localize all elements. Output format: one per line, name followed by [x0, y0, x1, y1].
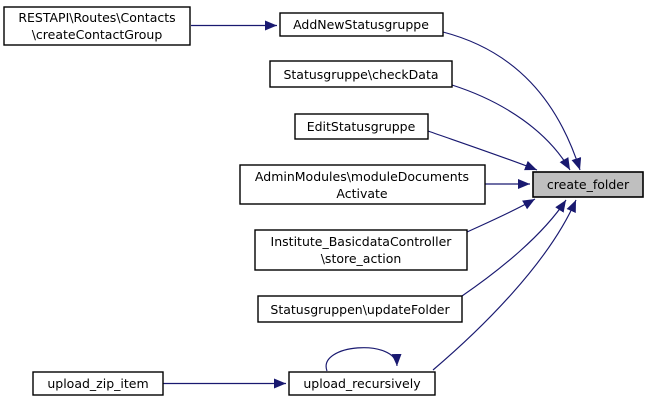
edge-editstatusgruppe-to-createfolder	[427, 130, 538, 171]
node-uploadrecursively-label: upload_recursively	[303, 376, 421, 391]
node-checkdata-box[interactable]	[269, 60, 453, 88]
node-uploadzipitem[interactable]: upload_zip_item	[32, 371, 164, 396]
node-storeaction-box[interactable]	[254, 229, 468, 271]
edge-addnewstatusgruppe-to-createfolder	[442, 31, 582, 171]
node-updatefolder-box[interactable]	[257, 295, 463, 323]
node-moduledocumentsactivate-label-line1: AdminModules\moduleDocuments	[255, 169, 469, 184]
node-checkdata[interactable]: Statusgruppe\checkData	[269, 60, 453, 88]
node-updatefolder-label: Statusgruppen\updateFolder	[270, 302, 450, 317]
node-createcontactgroup-label-line1: RESTAPI\Routes\Contacts	[18, 10, 175, 25]
node-addnewstatusgruppe-box[interactable]	[279, 12, 444, 37]
edge-uploadrecursively-to-createfolder	[432, 199, 577, 371]
node-moduledocumentsactivate-label-line2: Activate	[336, 186, 388, 201]
node-editstatusgruppe-box[interactable]	[294, 113, 429, 140]
node-createcontactgroup[interactable]: RESTAPI\Routes\Contacts \createContactGr…	[3, 6, 191, 46]
node-addnewstatusgruppe[interactable]: AddNewStatusgruppe	[279, 12, 444, 37]
node-createfolder-label: create_folder	[547, 177, 630, 192]
edge-uploadrecursively-self-loop	[325, 347, 402, 372]
node-createcontactgroup-label-line2: \createContactGroup	[32, 27, 163, 42]
edge-checkdata-to-createfolder	[451, 84, 571, 171]
node-createfolder-box[interactable]	[532, 171, 644, 198]
node-createfolder[interactable]: create_folder	[532, 171, 644, 198]
node-uploadrecursively[interactable]: upload_recursively	[288, 371, 436, 396]
edge-updatefolder-to-createfolder	[461, 199, 567, 297]
node-editstatusgruppe[interactable]: EditStatusgruppe	[294, 113, 429, 140]
node-checkdata-label: Statusgruppe\checkData	[283, 67, 438, 82]
node-storeaction-label-line1: Institute_BasicdataController	[271, 234, 453, 249]
node-moduledocumentsactivate[interactable]: AdminModules\moduleDocuments Activate	[239, 164, 486, 205]
node-updatefolder[interactable]: Statusgruppen\updateFolder	[257, 295, 463, 323]
node-storeaction[interactable]: Institute_BasicdataController \store_act…	[254, 229, 468, 271]
node-moduledocumentsactivate-box[interactable]	[239, 164, 486, 205]
node-uploadrecursively-box[interactable]	[288, 371, 436, 396]
node-addnewstatusgruppe-label: AddNewStatusgruppe	[293, 17, 429, 32]
node-uploadzipitem-label: upload_zip_item	[47, 376, 148, 391]
node-editstatusgruppe-label: EditStatusgruppe	[307, 119, 416, 134]
node-uploadzipitem-box[interactable]	[32, 371, 164, 396]
node-storeaction-label-line2: \store_action	[321, 251, 402, 266]
node-createcontactgroup-box[interactable]	[3, 6, 191, 46]
edge-storeaction-to-createfolder	[466, 198, 536, 233]
